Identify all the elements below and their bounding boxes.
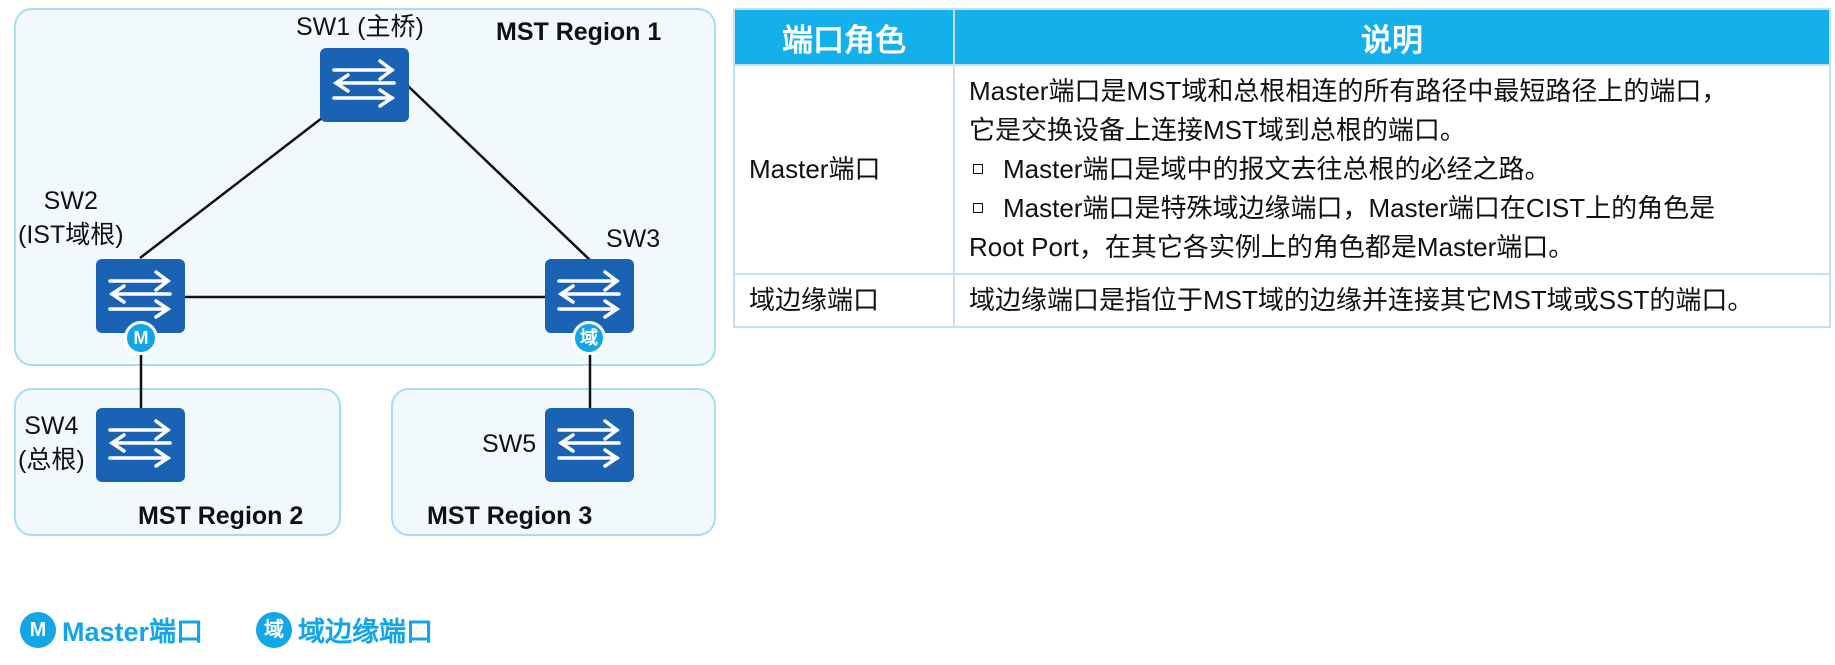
legend-edge: 域 域边缘端口 [256,610,433,649]
link-sw1-sw3 [407,85,593,263]
link-sw1-sw2 [139,117,323,259]
role-cell-edge: 域边缘端口 [733,273,955,328]
legend-master-label: Master端口 [62,617,204,647]
desc-line: Master端口是特殊域边缘端口，Master端口在CIST上的角色是 [1003,193,1716,223]
region-2-label: MST Region 2 [138,502,304,530]
sw3-label: SW3 [606,225,661,253]
legend-master-badge-icon: M [20,611,56,648]
desc-cell-master: Master端口是MST域和总根相连的所有路径中最短路径上的端口， 它是交换设备… [953,64,1831,275]
desc-line: 它是交换设备上连接MST域到总根的端口。 [969,115,1466,145]
sw1-switch-icon [320,48,409,122]
legend-edge-label: 域边缘端口 [298,617,433,647]
sw4-label-line1: SW4 [24,412,79,440]
sw2-label-line1: SW2 [43,187,98,215]
sw2-label: SW2 (IST域根) [18,184,124,252]
sw5-label: SW5 [482,430,537,458]
legend-edge-badge-icon: 域 [256,611,292,648]
region-3-label: MST Region 3 [427,502,593,530]
sw4-label: SW4 (总根) [18,409,85,477]
sw2-switch-icon [96,259,185,333]
bullet-item: Master端口是特殊域边缘端口，Master端口在CIST上的角色是 [969,189,1815,228]
sw5-switch-icon [545,408,634,482]
desc-line: Master端口是MST域和总根相连的所有路径中最短路径上的端口， [969,76,1728,106]
table-row: 域边缘端口 域边缘端口是指位于MST域的边缘并连接其它MST域或SST的端口。 [733,273,1831,328]
topology-links [139,85,593,412]
sw4-label-line2: (总根) [18,446,85,474]
master-port-badge: M [124,321,158,355]
sw4-switch-icon [96,408,185,482]
desc-cell-edge: 域边缘端口是指位于MST域的边缘并连接其它MST域或SST的端口。 [953,273,1831,328]
desc-line: Root Port，在其它各实例上的角色都是Master端口。 [969,232,1575,262]
sw2-label-line2: (IST域根) [18,221,124,249]
bullet-square-icon [973,164,983,175]
role-cell-master: Master端口 [733,64,955,275]
header-description: 说明 [953,8,1831,66]
header-role: 端口角色 [733,8,955,66]
edge-port-badge: 域 [572,321,606,355]
port-role-table: 端口角色 说明 Master端口 Master端口是MST域和总根相连的所有路径… [733,8,1831,328]
table-header-row: 端口角色 说明 [733,8,1831,66]
sw1-label: SW1 (主桥) [296,13,424,41]
legend-master: M Master端口 [20,610,203,649]
region-1-label: MST Region 1 [496,18,662,46]
bullet-item: Master端口是域中的报文去往总根的必经之路。 [969,150,1815,189]
sw3-switch-icon [545,259,634,333]
bullet-square-icon [973,203,983,214]
table-row: Master端口 Master端口是MST域和总根相连的所有路径中最短路径上的端… [733,64,1831,275]
desc-line: Master端口是域中的报文去往总根的必经之路。 [1003,154,1551,184]
